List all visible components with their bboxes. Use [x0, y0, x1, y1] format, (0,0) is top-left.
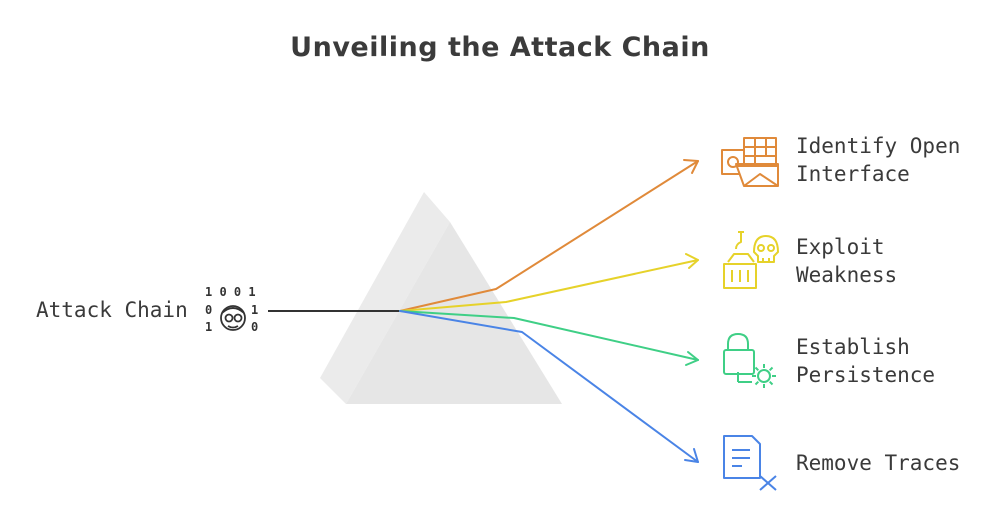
output-label-line2: Weakness	[796, 263, 898, 287]
output-label-line1: Identify Open	[796, 134, 961, 158]
beam-exploit-weakness	[399, 253, 699, 312]
lock-gear-icon	[723, 333, 776, 388]
mail-grid-icon	[721, 137, 779, 187]
bits-top: 1 0 0 1	[205, 285, 256, 299]
bits-right-2: 0	[251, 320, 258, 334]
prism	[320, 192, 562, 404]
output-label-line2: Interface	[796, 162, 910, 186]
bits-left-2: 1	[205, 320, 212, 334]
diagram-title: Unveiling the Attack Chain	[290, 32, 710, 63]
source-label: Attack Chain	[36, 298, 188, 322]
bits-left-1: 0	[205, 303, 212, 317]
output-label-exploit-weakness: Exploit Weakness	[796, 233, 897, 289]
bits-right-1: 1	[251, 303, 258, 317]
output-label-line2: Persistence	[796, 363, 936, 387]
output-label-line1: Remove Traces	[796, 451, 961, 475]
output-label-line1: Exploit	[796, 235, 885, 259]
document-x-icon	[723, 435, 777, 491]
beam-establish-persistence	[399, 310, 699, 366]
skull-basket-icon	[723, 231, 779, 289]
output-label-establish-persistence: Establish Persistence	[796, 333, 935, 389]
beam-identify-open-interface	[399, 159, 699, 312]
output-label-identify-open-interface: Identify Open Interface	[796, 132, 960, 188]
binary-hacker-icon: 1 0 0 1 0 1 1 0	[205, 285, 258, 334]
output-label-remove-traces: Remove Traces	[796, 449, 960, 477]
beam-remove-traces	[399, 310, 699, 463]
output-label-line1: Establish	[796, 335, 910, 359]
